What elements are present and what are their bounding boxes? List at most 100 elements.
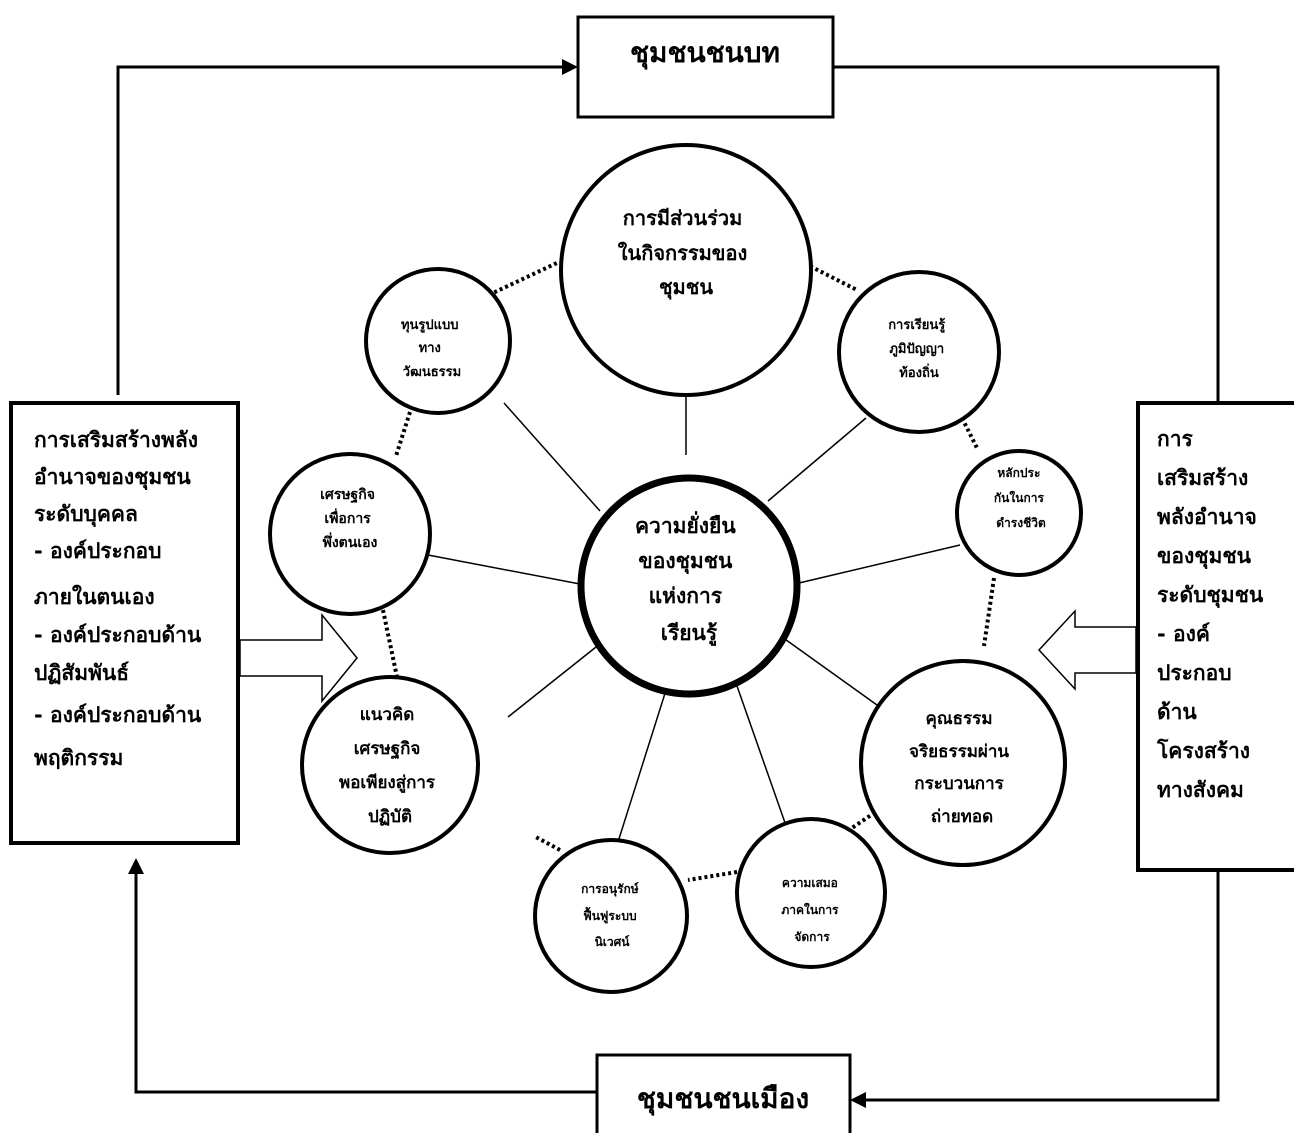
morality-circle	[859, 659, 1067, 867]
box-line: การ	[1157, 427, 1194, 451]
ring-arc	[381, 609, 399, 678]
node-line: คุณธรรม	[926, 709, 993, 729]
node-line: จริยธรรมผ่าน	[909, 742, 1009, 762]
ring-arc	[394, 411, 412, 457]
node-line: พึ่งตนเอง	[323, 532, 378, 551]
center-circle	[577, 474, 801, 698]
box-line: - องค์	[1157, 622, 1210, 646]
ring-arc	[982, 577, 996, 647]
node-line: จัดการ	[794, 930, 830, 944]
node-line: วัฒนธรรม	[403, 365, 461, 380]
arrowhead-to-urban	[850, 1092, 866, 1108]
box-line: ประกอบ	[1157, 661, 1232, 685]
box-line: ทางสังคม	[1157, 778, 1244, 802]
box-line: พฤติกรรม	[34, 746, 123, 770]
box-line: เสริมสร้าง	[1157, 466, 1248, 490]
rural-community-label: ชุมชนชนบท	[630, 36, 780, 70]
urban-community-label: ชุมชนชนเมือง	[637, 1082, 809, 1116]
ring-arc	[960, 417, 980, 451]
node-line: พอเพียงสู่การ	[339, 772, 436, 794]
center-line: ความยั่งยืน	[635, 510, 736, 538]
node-line: ท้องถิ่น	[899, 363, 939, 381]
equality-circle	[735, 817, 887, 969]
box-line: - องค์ประกอบ	[34, 539, 162, 563]
node-line: ชุมชน	[659, 275, 713, 300]
individual-empowerment-text: การเสริมสร้างพลัง อำนาจของชุมชน ระดับบุค…	[34, 428, 209, 770]
cultural-capital-label: ทุนรูปแบบ ทาง วัฒนธรรม	[401, 318, 463, 380]
spoke-line	[736, 685, 791, 838]
local-wisdom-label: การเรียนรู้ ภูมิปัญญา ท้องถิ่น	[888, 317, 950, 381]
node-line: ในกิจกรรมของ	[618, 241, 748, 265]
node-line: เพื่อการ	[324, 508, 371, 527]
spoke-line	[767, 417, 867, 502]
box-line: อำนาจของชุมชน	[34, 465, 191, 491]
node-line: ปฏิบัติ	[368, 807, 412, 827]
box-line: โครงสร้าง	[1156, 738, 1250, 763]
feedback-loop	[116, 65, 1220, 1102]
conservation-circle	[533, 838, 689, 994]
spoke-line	[798, 544, 961, 584]
node-line: ภูมิปัญญา	[889, 342, 944, 357]
arrowhead-to-left-box	[128, 858, 144, 874]
node-line: ความเสมอ	[782, 876, 838, 890]
box-line: ของชุมชน	[1157, 544, 1252, 570]
center-line: ของชุมชน	[638, 549, 733, 575]
center-line: แห่งการ	[649, 584, 723, 608]
life-security-circle	[955, 449, 1083, 577]
spoke-line	[427, 554, 581, 585]
node-line: ภาคในการ	[781, 902, 839, 917]
node-line: เศรษฐกิจ	[320, 487, 375, 504]
individual-empowerment-box: การเสริมสร้างพลัง อำนาจของชุมชน ระดับบุค…	[9, 401, 240, 845]
loop-line-top-left	[116, 65, 575, 395]
ring-arc	[687, 870, 738, 882]
box-line: ด้าน	[1157, 700, 1197, 724]
participation-label: การมีส่วนร่วม ในกิจกรรมของ ชุมชน	[618, 206, 754, 300]
box-line: การเสริมสร้างพลัง	[34, 428, 198, 452]
node-line: กันในการ	[994, 490, 1045, 505]
node-line: การอนุรักษ์	[581, 882, 639, 897]
node-line: หลักประ	[997, 466, 1040, 480]
node-line: การมีส่วนร่วม	[623, 206, 743, 230]
box-line: ระดับชุมชน	[1157, 583, 1264, 609]
urban-community-box: ชุมชนชนเมือง	[595, 1053, 852, 1133]
box-line: พลังอำนาจ	[1157, 505, 1257, 529]
node-line: ดำรงชีวิต	[996, 516, 1046, 530]
spoke-lines	[427, 347, 961, 843]
self-reliance-label: เศรษฐกิจ เพื่อการ พึ่งตนเอง	[320, 487, 380, 551]
arrowhead-to-rural	[562, 59, 578, 75]
loop-line-top-right	[833, 65, 1220, 402]
spoke-line	[781, 636, 878, 706]
participation-circle	[559, 143, 813, 397]
spoke-line	[507, 646, 597, 718]
outer-circles	[268, 143, 1083, 994]
cultural-capital-circle	[364, 267, 512, 415]
box-line: ภายในตนเอง	[34, 584, 155, 609]
self-reliance-circle	[268, 452, 432, 616]
community-empowerment-box: การ เสริมสร้าง พลังอำนาจ ของชุมชน ระดับช…	[1136, 401, 1294, 872]
node-line: ทาง	[419, 341, 441, 356]
loop-line-bottom-right	[860, 843, 1220, 1102]
life-security-label: หลักประ กันในการ ดำรงชีวิต	[994, 466, 1048, 530]
center-line: เรียนรู้	[661, 621, 718, 647]
community-empowerment-text: การ เสริมสร้าง พลังอำนาจ ของชุมชน ระดับช…	[1156, 427, 1271, 802]
block-arrow-left	[239, 612, 358, 704]
node-line: กระบวนการ	[914, 774, 1004, 794]
box-line: ปฏิสัมพันธ์	[34, 661, 129, 685]
center-label: ความยั่งยืน ของชุมชน แห่งการ เรียนรู้	[635, 510, 743, 647]
node-line: ฟื้นฟูระบบ	[583, 906, 636, 924]
block-arrow-right	[1037, 609, 1137, 691]
loop-line-bottom-left	[134, 870, 597, 1094]
node-line: นิเวศน์	[595, 935, 631, 949]
box-line: ระดับบุคคล	[34, 502, 138, 528]
spoke-line	[503, 402, 601, 512]
rural-community-box: ชุมชนชนบท	[576, 15, 835, 119]
node-line: ถ่ายทอด	[931, 807, 993, 827]
node-line: การเรียนรู้	[888, 317, 945, 333]
sufficiency-label: แนวคิด เศรษฐกิจ พอเพียงสู่การ ปฏิบัติ	[339, 705, 441, 827]
box-line: - องค์ประกอบด้าน	[34, 703, 202, 727]
conservation-label: การอนุรักษ์ ฟื้นฟูระบบ นิเวศน์	[581, 882, 643, 949]
node-line: แนวคิด	[360, 705, 415, 725]
local-wisdom-circle	[837, 270, 1001, 434]
